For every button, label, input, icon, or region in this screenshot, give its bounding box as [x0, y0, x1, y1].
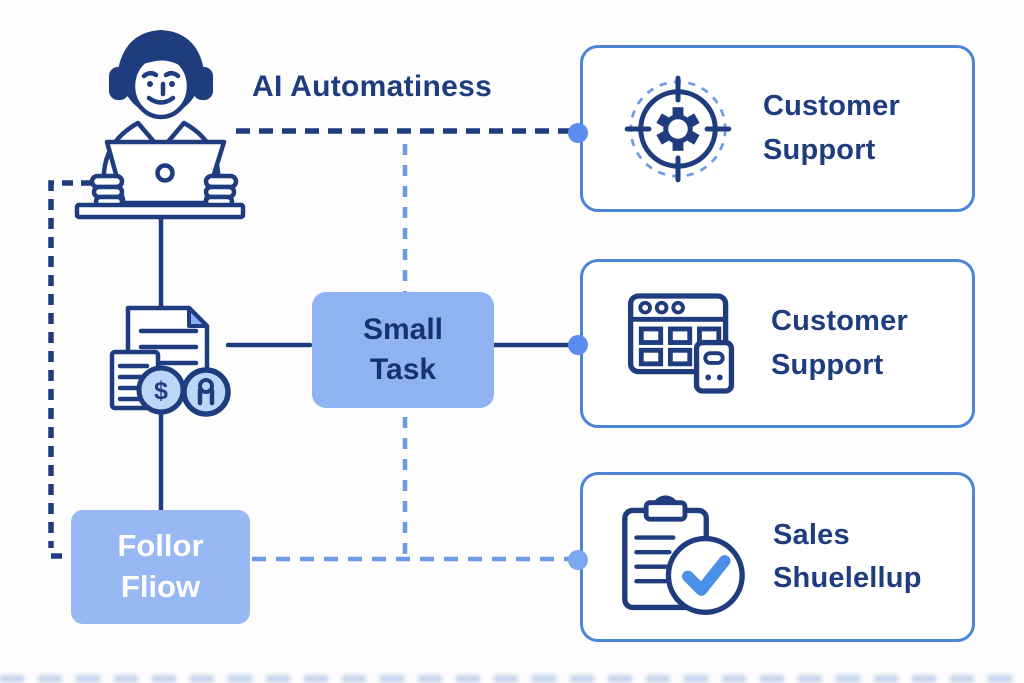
headset-band-icon — [117, 29, 205, 82]
browser-calculator-icon — [627, 293, 735, 394]
target-gear-icon — [624, 75, 732, 182]
currency-glyph-loop — [198, 378, 214, 394]
connector-dot-card2 — [568, 335, 588, 355]
clipboard-check-icon — [622, 495, 745, 615]
card-sales-followup: Sales Shuelellup — [580, 472, 975, 642]
dashed-line-agent-to-followup — [48, 180, 92, 559]
currency-glyph-legs — [197, 387, 215, 406]
connector-dot-card3 — [568, 550, 588, 570]
follow-up-label-line2: Fliow — [120, 569, 201, 604]
bottom-edge-artifact — [0, 675, 1024, 683]
agent-eyebrow-right — [163, 71, 181, 79]
dollar-glyph: $ — [154, 377, 168, 405]
card-2-label-line2: Support — [771, 348, 884, 381]
agent-smile — [146, 95, 176, 105]
card-3-label: Sales Shuelellup — [773, 514, 922, 601]
laptop-logo — [155, 163, 175, 183]
headset-earcup-left-icon — [109, 67, 129, 100]
invoice-documents-icon: $ — [109, 305, 231, 417]
connector-dot-card1 — [568, 123, 588, 143]
document-fold — [187, 306, 209, 328]
card-2-label: Customer Support — [771, 300, 908, 387]
card-customer-support-1: Customer Support — [580, 45, 975, 212]
card-2-label-line1: Customer — [771, 305, 908, 337]
card-3-label-line1: Sales — [773, 518, 850, 551]
desk — [74, 202, 246, 220]
node-follow-up: Follor Fliow — [71, 510, 250, 624]
small-task-label-line2: Task — [369, 353, 437, 386]
headset-earcup-right-icon — [193, 67, 213, 100]
agent-eyebrow-left — [141, 71, 159, 79]
small-task-label-line1: Small — [362, 313, 444, 347]
card-1-label: Customer Support — [763, 85, 900, 172]
diagram-title: AI Automatiness — [252, 70, 493, 103]
card-customer-support-2: Customer Support — [580, 259, 975, 428]
agent-eye-left — [147, 81, 153, 87]
follow-up-label-line1: Follor — [117, 528, 204, 564]
card-3-label-line2: Shuelellup — [773, 562, 922, 594]
document-small-text-lines — [117, 363, 150, 402]
card-1-label-line2: Support — [763, 133, 876, 166]
node-small-task: Small Task — [312, 292, 494, 408]
connector-lines — [48, 128, 573, 562]
card-1-label-line1: Customer — [763, 90, 900, 122]
agent-eye-right — [169, 81, 175, 87]
agent-fringe — [134, 49, 190, 72]
support-agent-illustration — [74, 29, 246, 220]
